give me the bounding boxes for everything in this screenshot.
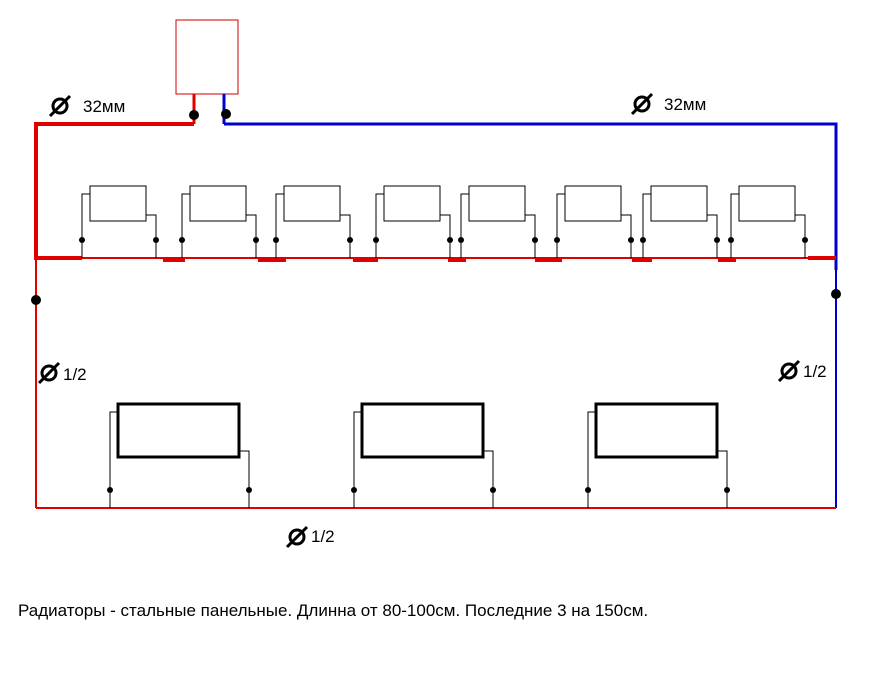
left-riser-node: [31, 295, 41, 305]
radiator-return-connection: [483, 450, 494, 508]
radiator: [458, 185, 538, 258]
radiator-valve: [724, 487, 730, 493]
radiator-valve: [373, 237, 379, 243]
left-riser-diameter-label: 1/2: [63, 365, 87, 384]
radiator-supply-connection: [375, 193, 384, 258]
right-riser-node: [831, 289, 841, 299]
radiator-body: [116, 402, 241, 459]
diameter-icon: [37, 361, 61, 385]
radiator: [351, 402, 496, 508]
radiator: [728, 185, 808, 258]
radiator: [373, 185, 453, 258]
radiator-body: [283, 185, 341, 222]
boiler: [175, 19, 239, 95]
radiator-valve: [532, 237, 538, 243]
radiator-body: [189, 185, 247, 222]
radiator-supply-connection: [556, 193, 565, 258]
radiator-valve: [628, 237, 634, 243]
upper-line-joints: [163, 256, 836, 262]
radiator-supply-connection: [181, 193, 190, 258]
diameter-icon: [285, 525, 309, 549]
radiator: [107, 402, 252, 508]
radiator-return-connection: [246, 214, 257, 258]
radiator-valve: [253, 237, 259, 243]
radiator-body: [594, 402, 719, 459]
radiator-supply-connection: [353, 411, 362, 508]
return-pipe-32mm: [224, 122, 838, 270]
radiator-supply-connection: [587, 411, 596, 508]
diameter-icon: [630, 92, 654, 116]
diameter-icon: [777, 359, 801, 383]
boiler-return-node: [221, 109, 231, 119]
radiator-valve: [347, 237, 353, 243]
radiator-return-connection: [525, 214, 536, 258]
radiator-valve: [246, 487, 252, 493]
radiator-supply-connection: [730, 193, 739, 258]
radiator-supply-connection: [109, 411, 118, 508]
radiator: [179, 185, 259, 258]
radiator-valve: [714, 237, 720, 243]
boiler-supply-node: [189, 110, 199, 120]
radiator-return-connection: [340, 214, 351, 258]
bottom-diameter-label: 1/2: [311, 527, 335, 546]
radiator-return-connection: [717, 450, 728, 508]
radiator-valve: [273, 237, 279, 243]
radiator: [79, 185, 159, 258]
radiator-return-connection: [795, 214, 806, 258]
radiator-supply-connection: [642, 193, 651, 258]
radiator-return-connection: [440, 214, 451, 258]
radiator-valve: [447, 237, 453, 243]
radiator-valve: [79, 237, 85, 243]
radiator-valve: [153, 237, 159, 243]
radiator-body: [383, 185, 441, 222]
radiator: [585, 402, 730, 508]
diagram-caption: Радиаторы - стальные панельные. Длинна о…: [18, 601, 648, 620]
upper-radiator-row: [79, 185, 808, 258]
radiator-supply-connection: [81, 193, 90, 258]
radiator-valve: [458, 237, 464, 243]
radiator-valve: [490, 487, 496, 493]
radiator-valve: [554, 237, 560, 243]
return-diameter-label: 32мм: [664, 95, 706, 114]
supply-diameter-label: 32мм: [83, 97, 125, 116]
radiator-return-connection: [239, 450, 250, 508]
supply-pipe-32mm: [34, 122, 194, 260]
radiator-body: [468, 185, 526, 222]
radiator-valve: [728, 237, 734, 243]
radiator-return-connection: [707, 214, 718, 258]
radiator-valve: [802, 237, 808, 243]
radiator-body: [738, 185, 796, 222]
radiator-valve: [585, 487, 591, 493]
radiator: [273, 185, 353, 258]
radiator-return-connection: [621, 214, 632, 258]
radiator-body: [564, 185, 622, 222]
radiator-body: [360, 402, 485, 459]
radiator-return-connection: [146, 214, 157, 258]
right-riser-diameter-label: 1/2: [803, 362, 827, 381]
radiator-valve: [107, 487, 113, 493]
diameter-icon: [48, 94, 72, 118]
radiator-body: [650, 185, 708, 222]
radiator: [640, 185, 720, 258]
radiator-supply-connection: [275, 193, 284, 258]
radiator-valve: [179, 237, 185, 243]
lower-radiator-row: [107, 402, 730, 508]
radiator-valve: [351, 487, 357, 493]
radiator-valve: [640, 237, 646, 243]
radiator: [554, 185, 634, 258]
radiator-supply-connection: [460, 193, 469, 258]
radiator-body: [89, 185, 147, 222]
